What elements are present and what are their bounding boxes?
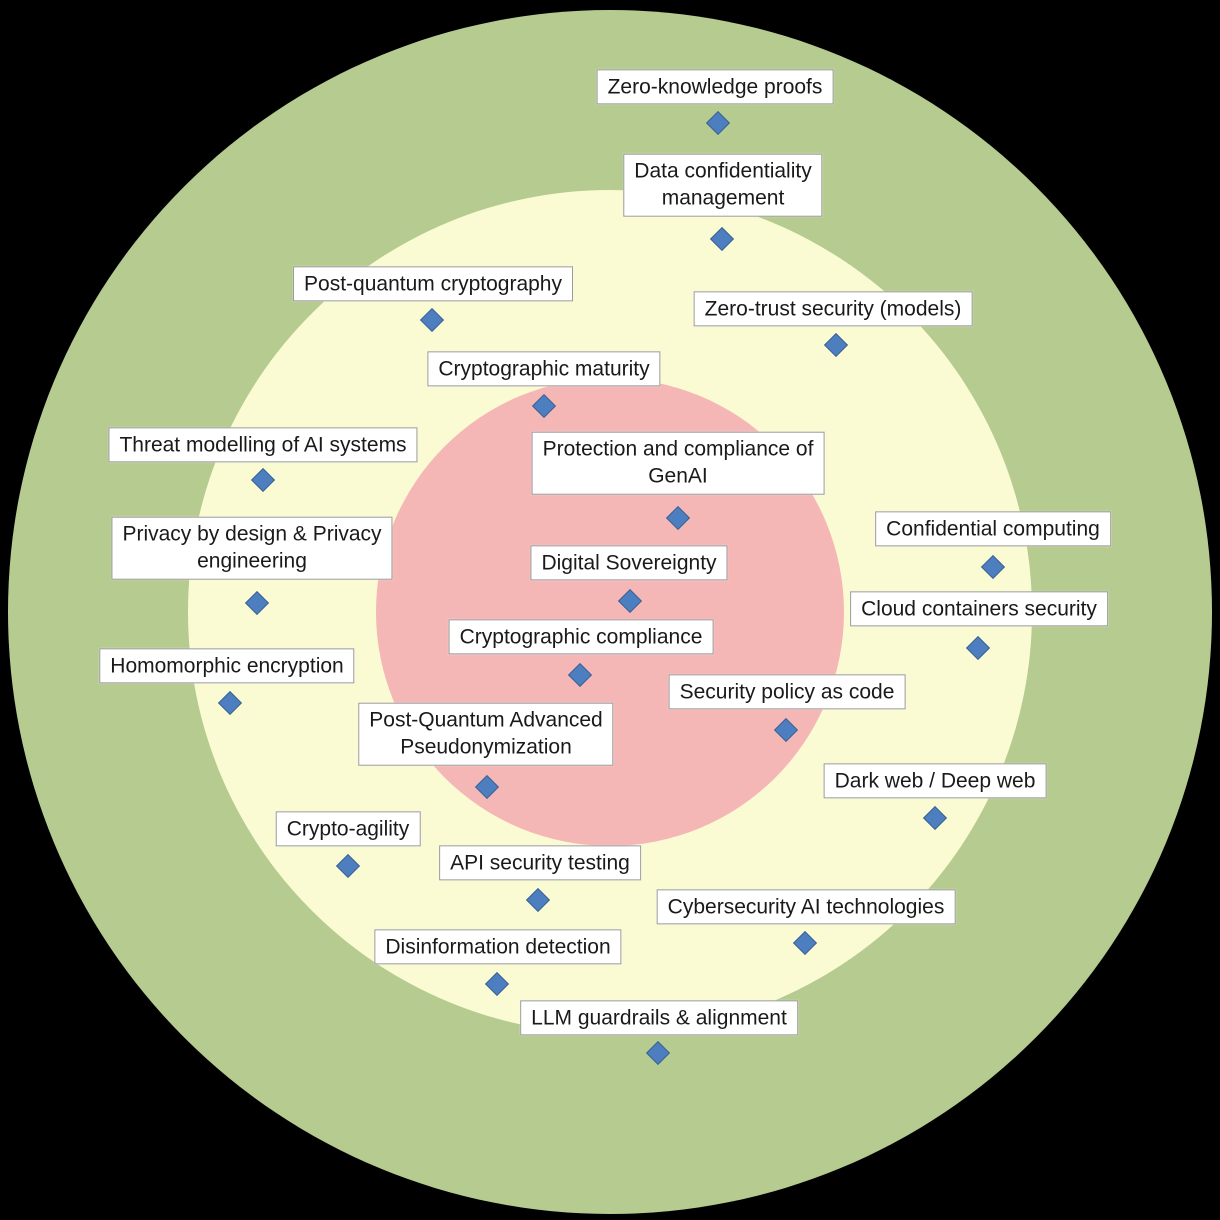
topic-label: API security testing [439,845,641,881]
topic-label: Privacy by design & Privacy engineering [111,516,393,580]
topic-label: Security policy as code [668,674,906,710]
topic-label: Zero-knowledge proofs [596,69,834,105]
topic-label: Cryptographic maturity [427,351,661,387]
topic-label: Dark web / Deep web [823,763,1047,799]
topic-label: Cybersecurity AI technologies [656,889,956,925]
topic-label: Post-quantum cryptography [293,266,573,302]
topic-label: Post-Quantum Advanced Pseudonymization [358,702,614,766]
topic-label: Crypto-agility [275,811,421,847]
topic-label: Data confidentiality management [623,153,823,217]
topic-label: Cryptographic compliance [448,619,714,655]
topic-label: Homomorphic encryption [99,648,355,684]
topic-label: Zero-trust security (models) [693,291,973,327]
topic-label: Disinformation detection [374,929,622,965]
topic-label: Confidential computing [875,511,1111,547]
topic-label: LLM guardrails & alignment [520,1000,798,1036]
topic-label: Threat modelling of AI systems [108,427,418,463]
topic-label: Digital Sovereignty [530,545,728,581]
topic-label: Cloud containers security [850,591,1108,627]
topic-label: Protection and compliance of GenAI [531,431,825,495]
